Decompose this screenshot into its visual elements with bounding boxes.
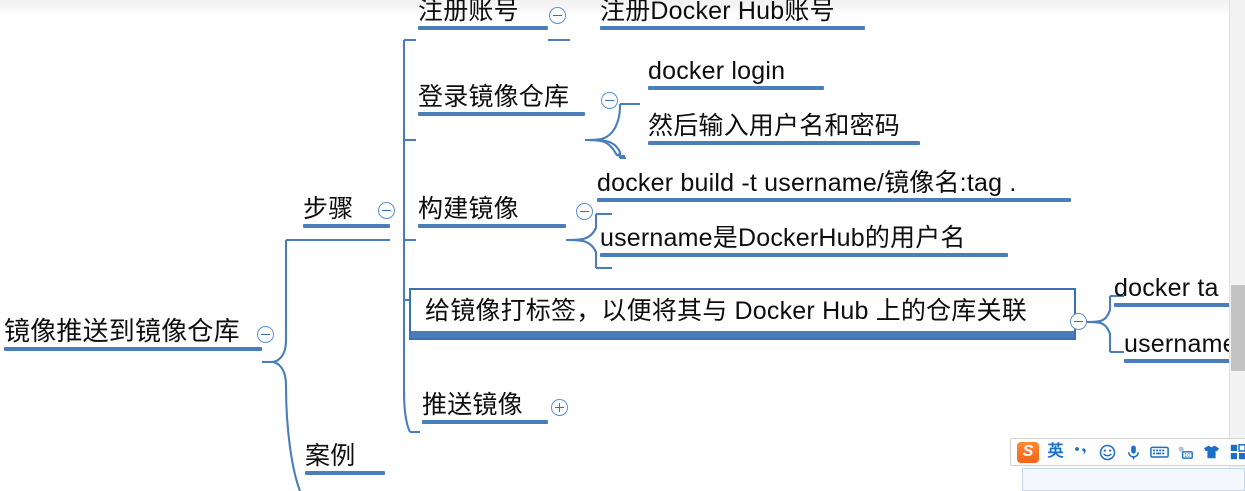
node-docker-login-label: docker login <box>648 57 786 85</box>
node-steps-label: 步骤 <box>303 195 354 223</box>
root-collapse-toggle[interactable] <box>257 326 274 343</box>
node-login-registry-label: 登录镜像仓库 <box>418 83 570 111</box>
mindmap-node-build-image[interactable]: 构建镜像 <box>418 196 566 228</box>
sogou-ime-toolbar[interactable]: S 英 <box>1010 438 1245 466</box>
mindmap-node-register-dockerhub[interactable]: 注册Docker Hub账号 <box>600 0 865 30</box>
node-register-collapse-toggle[interactable] <box>549 7 566 24</box>
language-mode-icon[interactable]: 英 <box>1047 443 1064 460</box>
vertical-scrollbar[interactable] <box>1229 0 1245 491</box>
mindmap-node-case[interactable]: 案例 <box>305 443 385 475</box>
node-username-clipped-label: username <box>1124 330 1237 358</box>
mindmap-node-enter-credentials[interactable]: 然后输入用户名和密码 <box>648 113 920 145</box>
punctuation-icon[interactable] <box>1072 443 1091 462</box>
node-enter-credentials-label: 然后输入用户名和密码 <box>648 112 901 140</box>
mindmap-node-register[interactable]: 注册账号 <box>418 0 548 30</box>
node-register-label: 注册账号 <box>418 0 519 25</box>
skin-icon[interactable] <box>1202 443 1221 462</box>
mindmap-node-tag-image-selected[interactable]: 给镜像打标签，以便将其与 Docker Hub 上的仓库关联 <box>409 288 1076 341</box>
mindmap-node-username-clipped[interactable]: username <box>1124 331 1245 363</box>
mindmap-root-node[interactable]: 镜像推送到镜像仓库 <box>4 316 262 351</box>
node-docker-tag-clipped-label: docker ta <box>1114 274 1219 302</box>
node-username-note-label: username是DockerHub的用户名 <box>600 224 966 252</box>
mindmap-node-docker-tag-clipped[interactable]: docker ta <box>1114 275 1245 307</box>
node-push-image-label: 推送镜像 <box>422 391 523 419</box>
node-tag-image-label: 给镜像打标签，以便将其与 Docker Hub 上的仓库关联 <box>425 297 1027 325</box>
vertical-scrollbar-thumb[interactable] <box>1231 285 1245 371</box>
toolbox-icon[interactable]: 10 <box>1176 443 1195 462</box>
node-push-image-expand-toggle[interactable] <box>551 399 568 416</box>
node-build-command-label: docker build -t username/镜像名:tag . <box>597 169 1017 197</box>
sogou-logo-icon[interactable]: S <box>1017 441 1039 463</box>
root-node-label: 镜像推送到镜像仓库 <box>4 316 240 346</box>
node-register-dockerhub-label: 注册Docker Hub账号 <box>600 0 835 25</box>
mindmap-node-build-command[interactable]: docker build -t username/镜像名:tag . <box>597 170 1071 202</box>
svg-text:10: 10 <box>1184 452 1190 458</box>
node-login-registry-collapse-toggle[interactable] <box>601 92 618 109</box>
mindmap-node-login-registry[interactable]: 登录镜像仓库 <box>418 84 585 116</box>
node-build-image-label: 构建镜像 <box>418 195 519 223</box>
emoji-icon[interactable] <box>1098 443 1117 462</box>
sogou-ime-candidate-panel[interactable] <box>1022 468 1245 491</box>
mindmap-node-push-image[interactable]: 推送镜像 <box>422 392 548 424</box>
mindmap-node-docker-login[interactable]: docker login <box>648 58 824 90</box>
mindmap-node-username-note[interactable]: username是DockerHub的用户名 <box>600 225 1008 257</box>
node-case-label: 案例 <box>305 442 356 470</box>
keyboard-icon[interactable] <box>1150 443 1169 462</box>
node-steps-collapse-toggle[interactable] <box>378 202 395 219</box>
node-tag-image-collapse-toggle[interactable] <box>1070 313 1087 330</box>
more-grid-icon[interactable] <box>1228 443 1245 462</box>
node-build-image-collapse-toggle[interactable] <box>576 203 593 220</box>
microphone-icon[interactable] <box>1124 443 1143 462</box>
mindmap-node-steps[interactable]: 步骤 <box>303 196 390 228</box>
